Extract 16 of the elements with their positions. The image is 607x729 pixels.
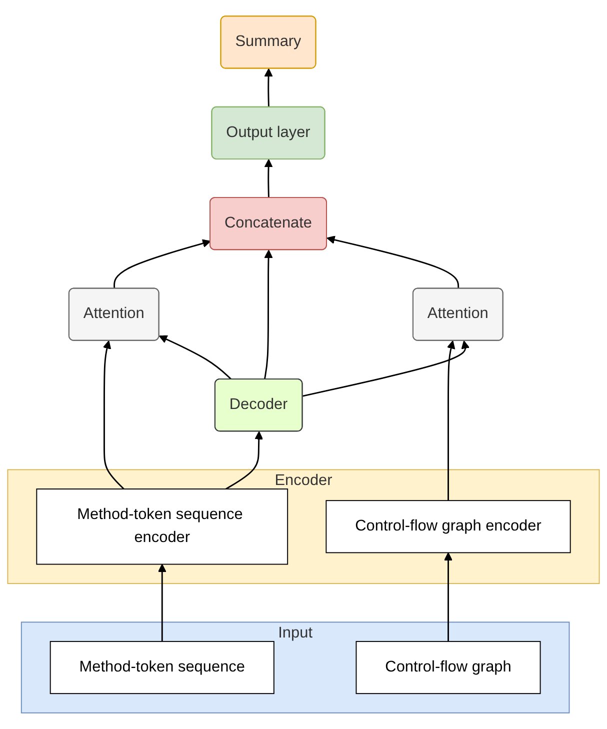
arrow <box>264 159 273 198</box>
arrow <box>264 68 273 108</box>
arrow <box>264 250 273 380</box>
arrow <box>444 552 452 642</box>
node-box: Method-token sequence <box>50 640 274 694</box>
arrow <box>102 340 124 490</box>
arrow <box>302 340 470 397</box>
arrow <box>226 431 264 490</box>
arrow <box>326 236 460 289</box>
node-box: Control-flow graph encoder <box>326 500 571 554</box>
arrow <box>446 340 456 501</box>
node-box: Control-flow graph <box>356 640 541 694</box>
arrow <box>158 564 166 642</box>
node-box: Method-token sequence encoder <box>36 488 288 565</box>
arrow <box>114 239 211 289</box>
arrow <box>158 335 232 380</box>
